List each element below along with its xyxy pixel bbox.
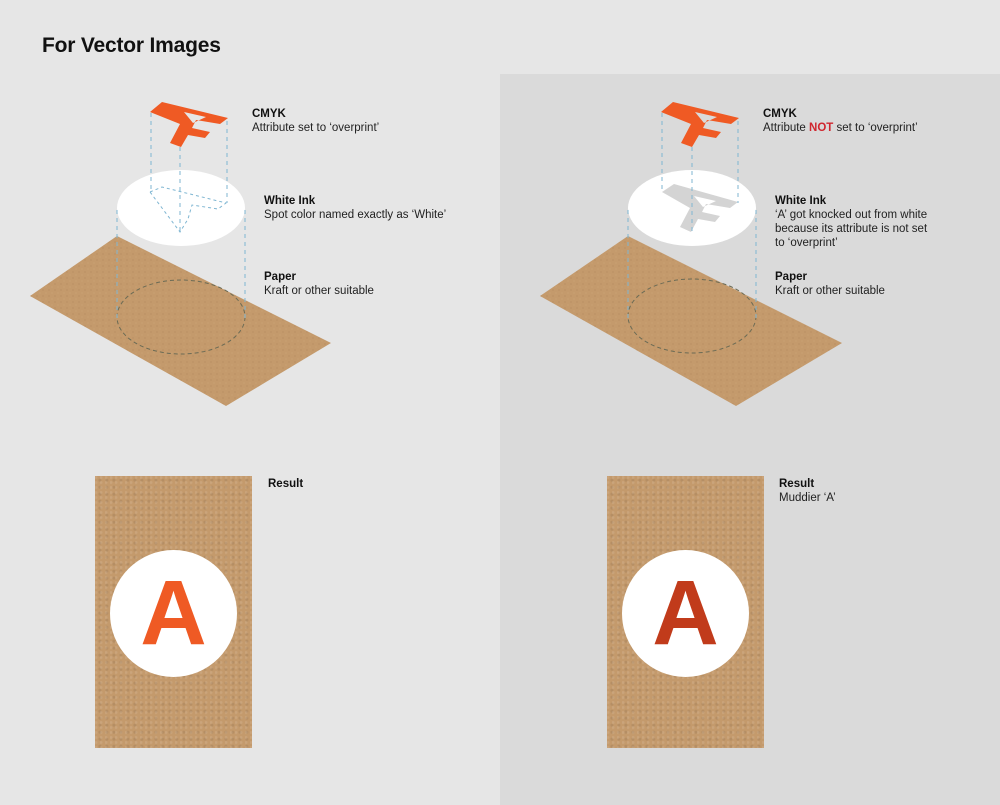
cmyk-a-letter (661, 102, 739, 147)
result-card-right: A (607, 476, 764, 748)
white-circle: A (622, 550, 749, 677)
label-white-ink-right: White Ink ‘A’ got knocked out from white… (775, 195, 928, 249)
label-cmyk-right: CMYK Attribute NOT set to ‘overprint’ (763, 108, 918, 134)
label-white-ink-left: White Ink Spot color named exactly as ‘W… (264, 195, 447, 221)
right-diagram (540, 102, 842, 406)
label-paper-right: Paper Kraft or other suitable (775, 271, 885, 297)
page-title: For Vector Images (42, 34, 221, 57)
result-card-left: A (95, 476, 252, 748)
white-ink-ellipse (117, 170, 245, 246)
label-result-left: Result (268, 478, 304, 490)
label-cmyk-left: CMYK Attribute set to ‘overprint’ (252, 108, 380, 134)
paper-sheet (30, 236, 331, 406)
result-a-letter: A (140, 562, 207, 664)
label-paper-left: Paper Kraft or other suitable (264, 271, 374, 297)
not-emphasis: NOT (809, 122, 834, 134)
left-diagram (30, 102, 331, 406)
cmyk-a-letter (150, 102, 228, 147)
result-a-letter-muddy: A (652, 562, 719, 664)
white-circle: A (110, 550, 237, 677)
knocked-out-a (662, 184, 738, 232)
label-result-right: Result Muddier ‘A’ (779, 478, 836, 504)
paper-sheet (540, 236, 842, 406)
dashed-a-outline (149, 186, 228, 233)
